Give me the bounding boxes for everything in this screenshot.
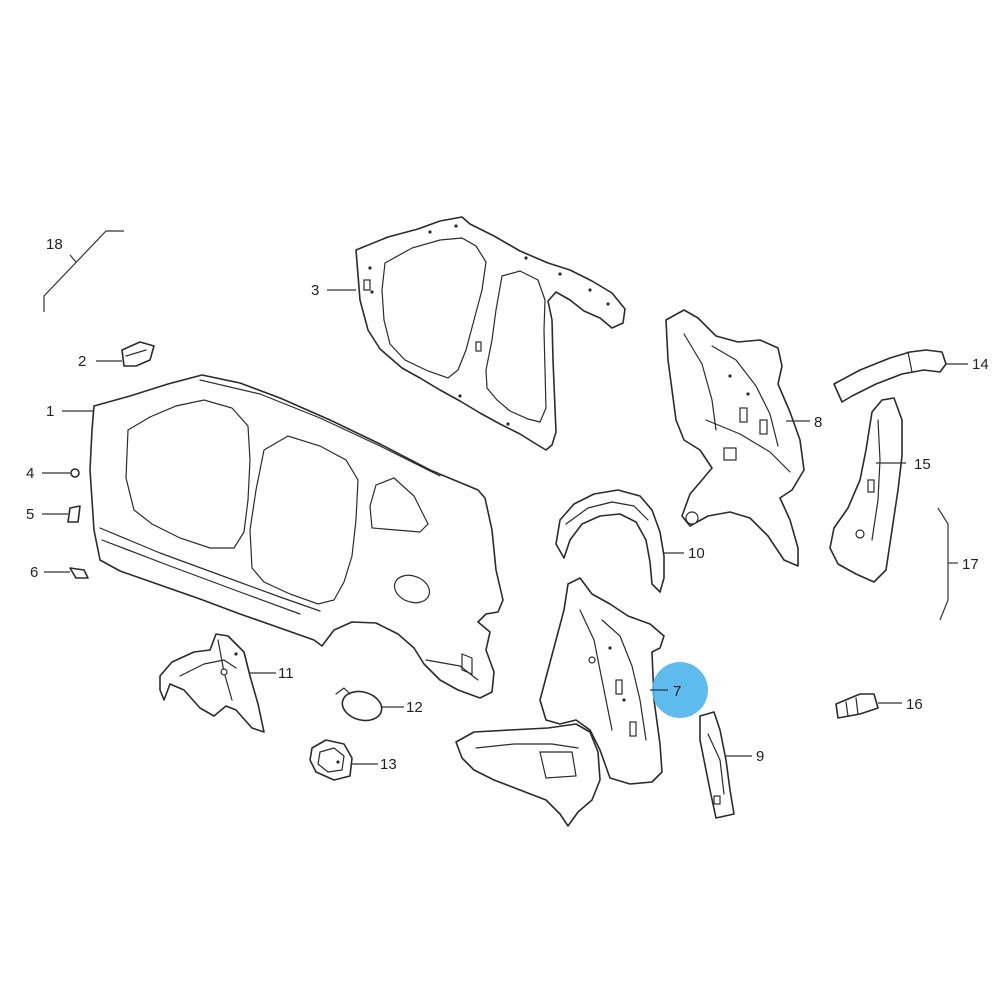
callout-4: 4	[26, 465, 34, 482]
callout-10: 10	[688, 545, 705, 562]
part-7-inner-quarter-panel	[539, 577, 665, 785]
callout-14: 14	[972, 356, 989, 373]
part-15-pillar-reinforcement	[829, 397, 903, 583]
callout-6: 6	[30, 564, 38, 581]
part-7-lower-extension	[455, 723, 601, 827]
part-10-wheelhouse-arch	[555, 489, 665, 593]
part-2-bracket	[121, 341, 155, 367]
part-1-quarter-outer-panel	[89, 374, 504, 699]
callout-18: 18	[46, 236, 63, 253]
part-9-inner-brace	[699, 711, 735, 819]
part-5-clip	[67, 505, 81, 523]
callout-11: 11	[278, 665, 294, 682]
callout-9: 9	[756, 748, 764, 765]
group-bracket-17	[937, 507, 958, 621]
callout-17: 17	[962, 556, 979, 573]
part-6-clip	[69, 567, 89, 579]
callout-5: 5	[26, 506, 34, 523]
callout-7: 7	[673, 683, 681, 700]
callout-13: 13	[380, 756, 397, 773]
callout-15: 15	[914, 456, 931, 473]
callout-1: 1	[46, 403, 54, 420]
part-12-fuel-door	[335, 687, 383, 722]
callout-2: 2	[78, 353, 86, 370]
callout-3: 3	[311, 282, 319, 299]
part-4-clip	[70, 468, 80, 478]
callout-12: 12	[406, 699, 423, 716]
callout-16: 16	[906, 696, 923, 713]
callout-7-highlight	[652, 662, 708, 718]
group-bracket-18	[43, 230, 124, 312]
part-13-fuel-housing	[309, 739, 353, 781]
part-14-roof-rail-bracket	[833, 349, 947, 403]
part-3-inner-side-panel	[355, 216, 626, 451]
callout-8: 8	[814, 414, 822, 431]
part-16-bracket	[835, 693, 879, 719]
part-11-wheelhouse-reinforcement	[159, 633, 265, 733]
part-8-pillar-inner-assembly	[665, 309, 805, 567]
